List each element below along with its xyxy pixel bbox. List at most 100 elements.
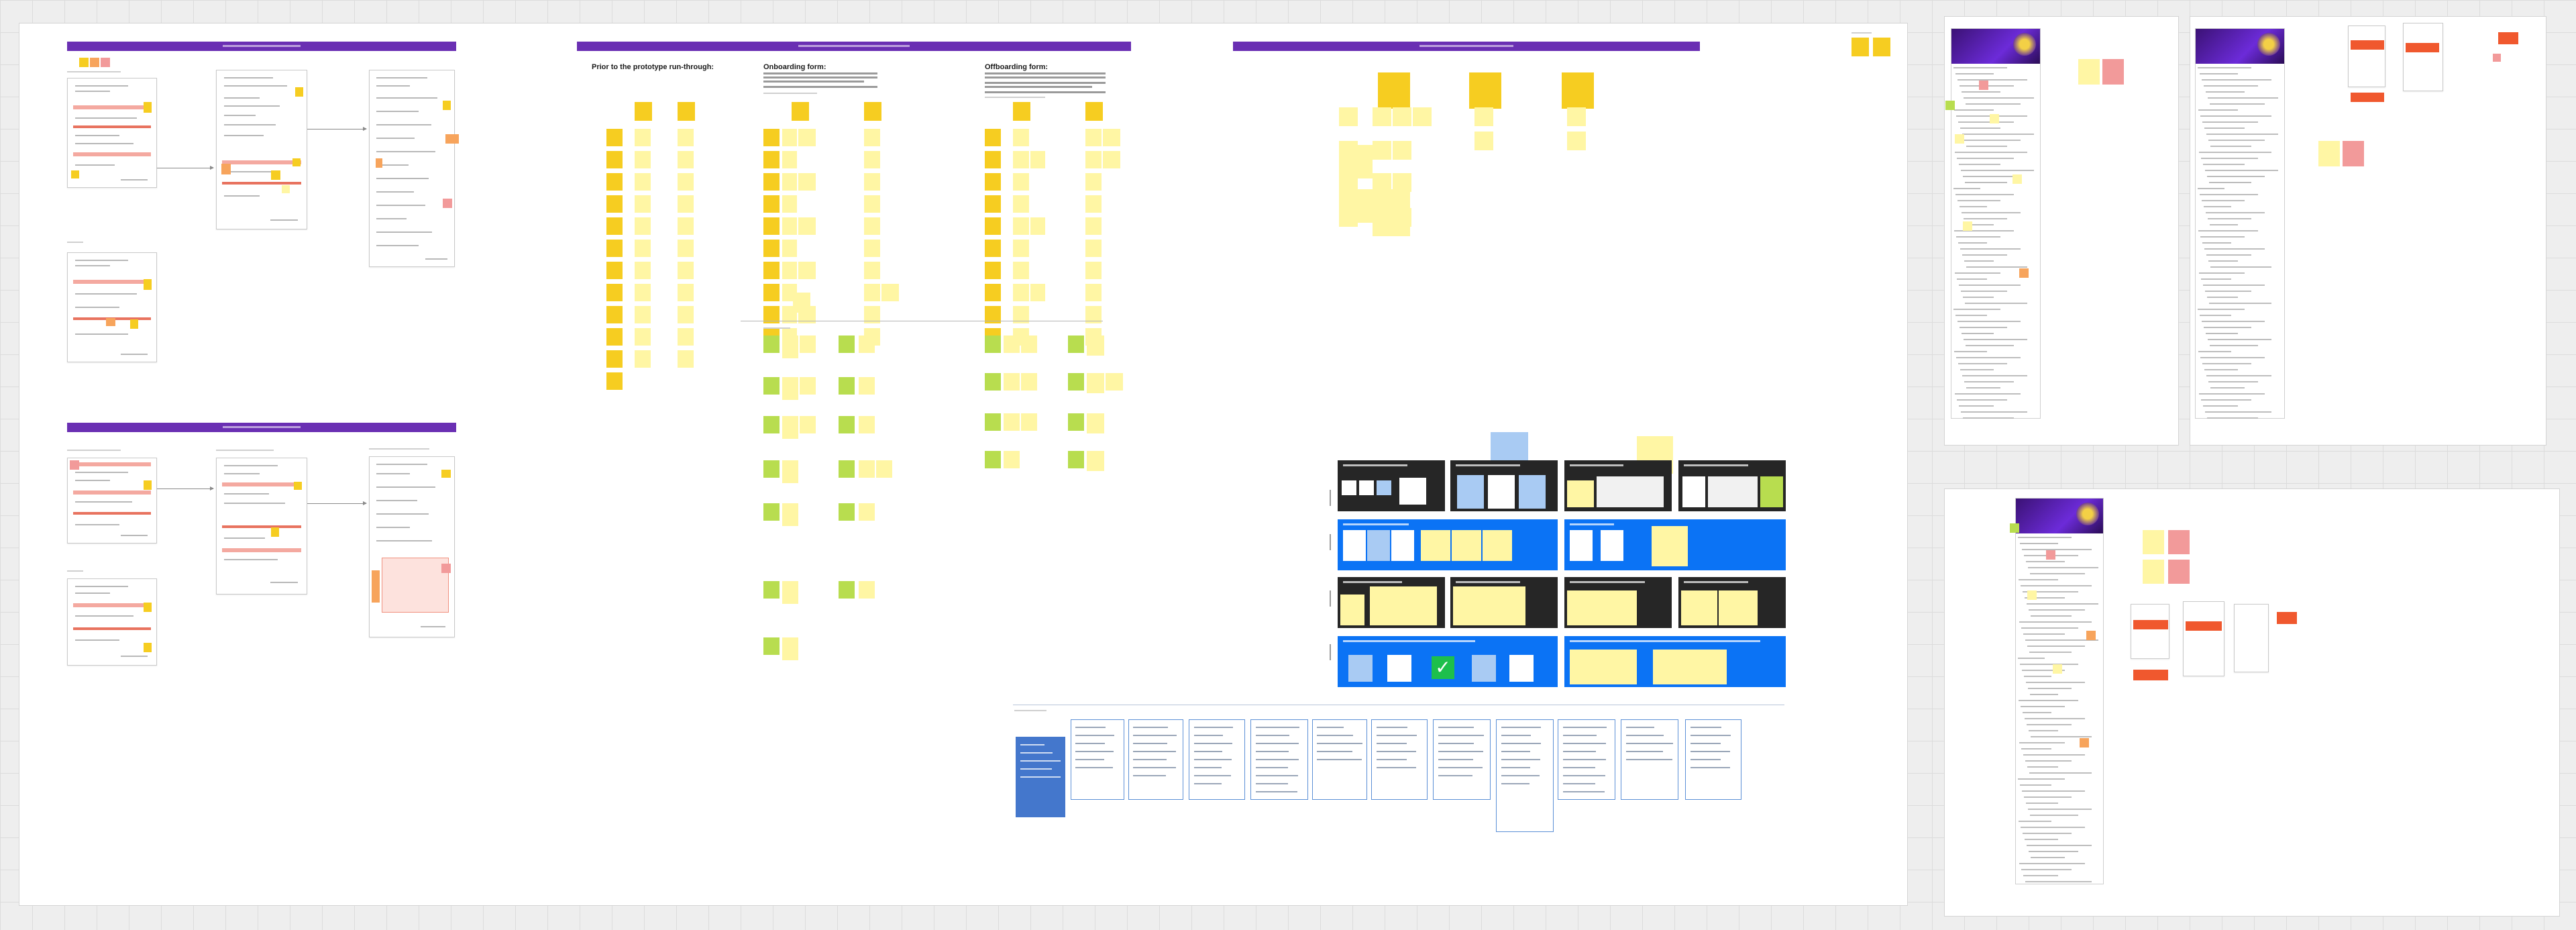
sticky-note[interactable] — [782, 173, 797, 191]
sticky-note[interactable] — [678, 240, 694, 257]
sticky-note[interactable] — [1013, 306, 1029, 323]
sticky-note[interactable] — [763, 460, 780, 478]
sticky-note[interactable] — [763, 284, 780, 301]
wireframe-block[interactable] — [1338, 460, 1445, 511]
sticky-note[interactable] — [90, 58, 99, 67]
sticky-note[interactable] — [763, 335, 780, 353]
sticky-note[interactable] — [763, 377, 780, 395]
wireframe-block[interactable] — [1564, 577, 1672, 628]
sticky-note[interactable] — [985, 262, 1001, 279]
sticky-note[interactable] — [782, 129, 797, 146]
sticky-note[interactable] — [294, 482, 302, 490]
sticky-note[interactable] — [859, 335, 875, 353]
sticky-note[interactable] — [2168, 530, 2190, 554]
sticky-note[interactable] — [1103, 151, 1120, 168]
sticky-note[interactable] — [2078, 59, 2100, 85]
sticky-note[interactable] — [839, 581, 855, 599]
sticky-note[interactable] — [839, 416, 855, 433]
sticky-note[interactable] — [606, 262, 623, 279]
sticky-note[interactable] — [2351, 93, 2384, 102]
sticky-note[interactable] — [372, 570, 380, 603]
sticky-note[interactable] — [985, 306, 1001, 323]
sticky-note[interactable] — [635, 240, 651, 257]
sticky-note[interactable] — [859, 416, 875, 433]
sticky-note[interactable] — [1085, 217, 1102, 235]
sticky-note[interactable] — [782, 377, 798, 400]
sticky-note[interactable] — [1013, 151, 1029, 168]
sticky-note[interactable] — [1085, 262, 1102, 279]
sticky-note[interactable] — [859, 503, 875, 521]
sticky-note[interactable] — [839, 503, 855, 521]
wireframe-block[interactable] — [1338, 519, 1558, 570]
step-card[interactable] — [1685, 719, 1741, 800]
sticky-note[interactable] — [800, 335, 816, 353]
sticky-note[interactable] — [441, 470, 451, 478]
sticky-note[interactable] — [859, 460, 875, 478]
sticky-note[interactable] — [839, 377, 855, 395]
sticky-note[interactable] — [798, 129, 816, 146]
sticky-note[interactable] — [1339, 189, 1373, 223]
sticky-note[interactable] — [763, 306, 780, 323]
form-screen-8[interactable] — [67, 578, 157, 666]
sticky-note[interactable] — [2086, 631, 2096, 640]
sticky-note[interactable] — [678, 129, 694, 146]
sticky-note[interactable] — [864, 306, 880, 323]
sticky-note[interactable] — [635, 151, 651, 168]
sticky-note[interactable] — [1851, 38, 1869, 56]
sticky-note[interactable] — [635, 306, 651, 323]
sticky-note[interactable] — [782, 581, 798, 604]
sticky-note[interactable] — [144, 480, 152, 490]
sticky-note[interactable] — [2019, 268, 2029, 278]
form-snippet[interactable] — [2403, 23, 2443, 91]
sticky-note[interactable] — [606, 173, 623, 191]
webpage-mock[interactable] — [1951, 28, 2041, 419]
sticky-note[interactable] — [1393, 107, 1411, 126]
form-snippet[interactable] — [2131, 604, 2169, 659]
sticky-note[interactable] — [2318, 141, 2340, 166]
sticky-note[interactable] — [1030, 284, 1045, 301]
sticky-note[interactable] — [985, 173, 1001, 191]
sticky-note[interactable] — [1004, 373, 1020, 391]
sticky-note[interactable] — [1979, 81, 1988, 90]
sticky-note[interactable] — [800, 416, 816, 433]
sticky-note[interactable] — [2498, 32, 2518, 44]
sticky-note[interactable] — [1013, 284, 1029, 301]
sticky-note[interactable] — [881, 284, 899, 301]
sticky-note[interactable] — [2186, 621, 2222, 631]
sticky-note[interactable] — [221, 164, 231, 174]
sticky-note[interactable] — [1085, 240, 1102, 257]
sticky-note[interactable] — [1339, 145, 1373, 178]
sticky-note[interactable] — [2133, 670, 2168, 680]
form-screen-3[interactable] — [369, 70, 455, 267]
wireframe-block[interactable] — [1564, 519, 1786, 570]
step-card[interactable] — [1621, 719, 1678, 800]
sticky-note[interactable] — [985, 240, 1001, 257]
wireframe-block[interactable] — [1564, 636, 1786, 687]
sticky-note[interactable] — [606, 129, 623, 146]
sticky-note[interactable] — [1990, 114, 1999, 123]
sticky-note[interactable] — [1562, 72, 1594, 109]
wireframe-block[interactable] — [1678, 577, 1786, 628]
sticky-note[interactable] — [606, 372, 623, 390]
sticky-note[interactable] — [130, 319, 138, 329]
sticky-note[interactable] — [864, 240, 880, 257]
sticky-note[interactable] — [79, 58, 89, 67]
step-card[interactable] — [1016, 737, 1065, 817]
sticky-note[interactable] — [798, 217, 816, 235]
step-card[interactable] — [1371, 719, 1428, 800]
sticky-note[interactable] — [678, 350, 694, 368]
sticky-note[interactable] — [1955, 134, 1964, 144]
sticky-note[interactable] — [635, 173, 651, 191]
sticky-note[interactable] — [678, 284, 694, 301]
sticky-note[interactable] — [1085, 151, 1102, 168]
form-snippet[interactable] — [2234, 604, 2269, 672]
sticky-note[interactable] — [2133, 620, 2168, 629]
sticky-note[interactable] — [1373, 141, 1391, 160]
sticky-note[interactable] — [1567, 132, 1586, 150]
sticky-note[interactable] — [678, 173, 694, 191]
sticky-note[interactable] — [1013, 240, 1029, 257]
sticky-note[interactable] — [1393, 141, 1411, 160]
sticky-note[interactable] — [1013, 173, 1029, 191]
sticky-note[interactable] — [295, 87, 303, 97]
sticky-note[interactable] — [864, 173, 880, 191]
